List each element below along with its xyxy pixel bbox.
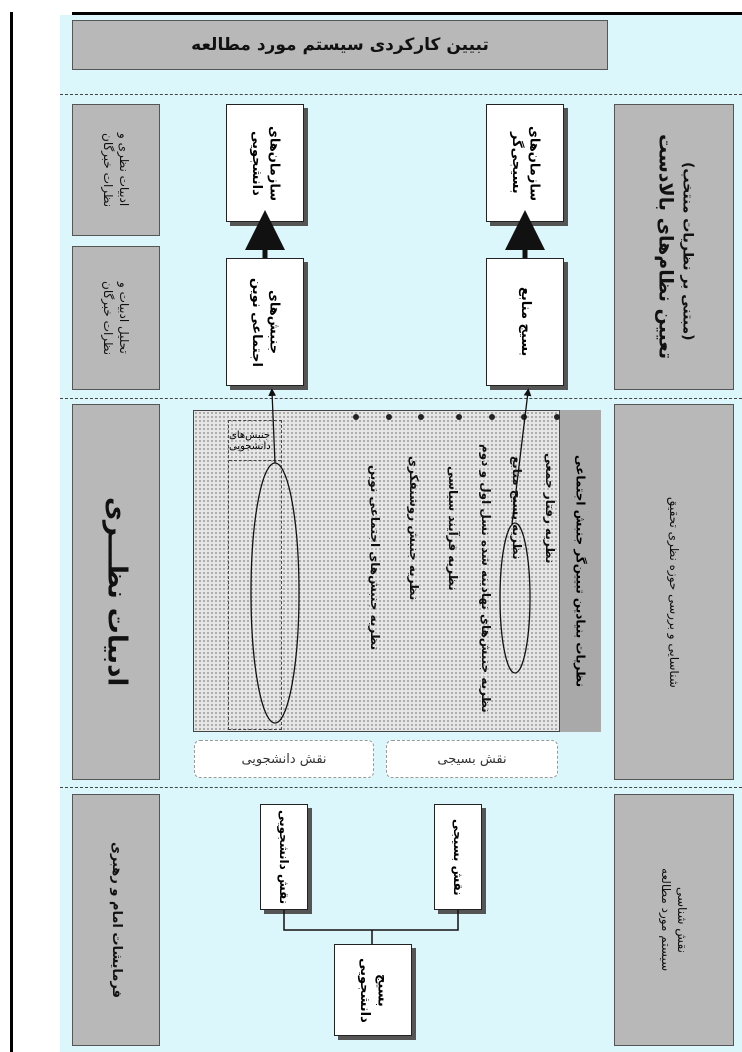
student-organizations-text: سازمان‌های دانشجویی bbox=[249, 125, 282, 201]
student-basij-box: بسیج دانشجویی bbox=[334, 944, 412, 1036]
analysis-expert-box: تحلیل ادبیات و نظرات خبرگان bbox=[72, 246, 160, 390]
theory-strip: نظریات بنیادین تبیین‌گر جنبش اجتماعی bbox=[559, 410, 601, 732]
student-movements-ellipse bbox=[250, 462, 300, 724]
leader-statements-box: فرمایشات امام و رهبری bbox=[72, 794, 160, 1046]
diagram-header: تبیین کارکردی سیستم مورد مطالعه bbox=[72, 20, 608, 70]
basij-role-box: نقش بسیجی bbox=[434, 804, 482, 910]
resource-mobilization-text: بسیج منابع bbox=[517, 287, 533, 357]
arrow-to-new-movements bbox=[268, 388, 277, 464]
arrow-to-resource-mobilization bbox=[511, 388, 532, 525]
bullet-2 bbox=[521, 414, 527, 420]
theoretical-literature-box: ادبیات نظـــری bbox=[72, 404, 160, 780]
theory-item-1: نظریه رفتار جمعی bbox=[543, 452, 557, 564]
upstream-systems-title: تعیین نظام‌های بالادست bbox=[654, 134, 677, 360]
student-basij-text: بسیج دانشجویی bbox=[357, 957, 390, 1023]
theory-domain-text: شناسایی و بررسی حوزه نظری تحقیق bbox=[667, 496, 682, 688]
student-movements-label: جنبش‌های دانشجویی bbox=[229, 421, 281, 461]
tree-connector bbox=[283, 910, 459, 931]
literature-expert-box: ادبیات نظری و نظرات خبرگان bbox=[72, 104, 160, 236]
bullet-6 bbox=[386, 414, 392, 420]
resource-mobilization-box: بسیج منابع bbox=[486, 258, 564, 386]
bullet-1 bbox=[554, 414, 560, 420]
section-divider bbox=[60, 94, 742, 95]
frame-top-border bbox=[72, 12, 742, 15]
analysis-expert-text: تحلیل ادبیات و نظرات خبرگان bbox=[101, 280, 132, 356]
theory-domain-box: شناسایی و بررسی حوزه نظری تحقیق bbox=[614, 404, 734, 780]
basij-role-text: نقش بسیجی bbox=[451, 818, 466, 896]
basij-role-tab: نقش بسیجی bbox=[386, 740, 558, 778]
student-role-tab: نقش دانشجویی bbox=[194, 740, 374, 778]
section-divider bbox=[60, 787, 742, 788]
basij-organizations-box: سازمان‌های بسیجی‌گر bbox=[486, 104, 564, 222]
student-role-text: نقش دانشجویی bbox=[277, 809, 292, 905]
new-social-movements-box: جنبش‌های اجتماعی نوین bbox=[226, 258, 304, 386]
leader-statements-text: فرمایشات امام و رهبری bbox=[108, 842, 124, 998]
theory-strip-title: نظریات بنیادین تبیین‌گر جنبش اجتماعی bbox=[573, 454, 588, 688]
role-analysis-text: نقش شناسی سیستم مورد مطالعه bbox=[659, 868, 690, 972]
theory-item-4: نظریه فرآیند سیاسی bbox=[446, 465, 460, 591]
section-divider bbox=[60, 398, 742, 399]
new-social-movements-text: جنبش‌های اجتماعی نوین bbox=[249, 277, 282, 367]
theoretical-literature-text: ادبیات نظـــری bbox=[101, 497, 132, 687]
bullet-4 bbox=[456, 414, 462, 420]
upstream-systems-box: تعیین نظام‌های بالادست (مبتنی بر نظریات … bbox=[614, 104, 734, 390]
bullet-5 bbox=[418, 414, 424, 420]
bullet-3 bbox=[489, 414, 495, 420]
theory-item-5: نظریه جنبش روشنفکری bbox=[407, 455, 421, 601]
student-role-box: نقش دانشجویی bbox=[260, 804, 308, 910]
student-movements-region bbox=[228, 420, 282, 730]
basij-organizations-text: سازمان‌های بسیجی‌گر bbox=[509, 125, 542, 201]
institutionalized-movements-ellipse bbox=[499, 522, 531, 674]
theory-panel bbox=[193, 410, 601, 732]
theory-item-3: نظریه جنبش‌های نهادینه شده نسل اول و دوم bbox=[479, 443, 493, 713]
student-organizations-box: سازمان‌های دانشجویی bbox=[226, 104, 304, 222]
bullet-7 bbox=[353, 414, 359, 420]
theory-item-2: نظریه بسیج منابع bbox=[510, 456, 524, 560]
role-analysis-box: نقش شناسی سیستم مورد مطالعه bbox=[614, 794, 734, 1046]
theory-item-6: نظریه جنبش‌های اجتماعی نوین bbox=[368, 465, 382, 651]
literature-expert-text: ادبیات نظری و نظرات خبرگان bbox=[101, 132, 132, 208]
upstream-systems-subtitle: (مبتنی بر نظریات منتخب) bbox=[679, 161, 696, 341]
frame-left-border bbox=[10, 12, 13, 1052]
